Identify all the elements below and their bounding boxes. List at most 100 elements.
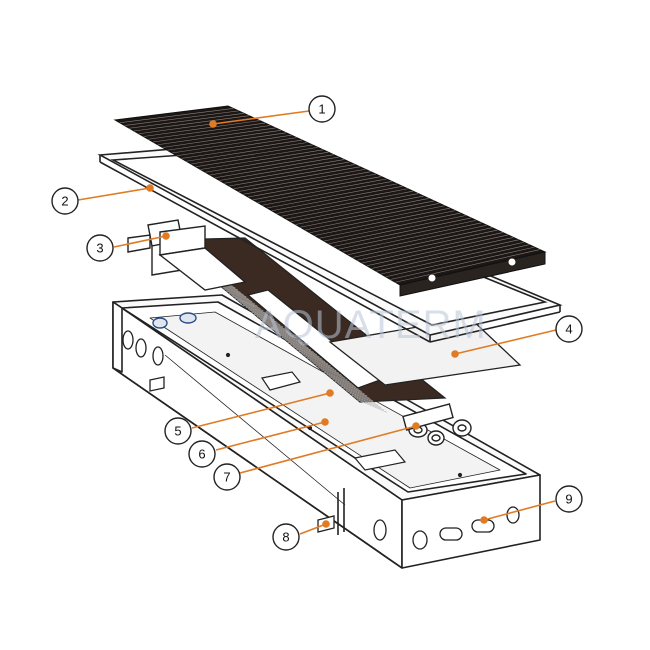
exchanger-fin (245, 306, 275, 321)
exchanger-fin (357, 399, 388, 413)
grille-slat (224, 161, 350, 184)
exchanger-fin (293, 346, 323, 360)
leader-lines (77, 110, 557, 535)
exchanger-fin (329, 376, 359, 390)
grille-slat (295, 198, 429, 225)
grille-slat (281, 190, 413, 217)
callout-circles (51, 95, 583, 551)
callout-6-label: 6 (198, 447, 205, 462)
grille-slat (319, 210, 456, 239)
exchanger-fin (318, 367, 348, 381)
grille-slat (133, 115, 250, 132)
leader-4 (454, 329, 557, 355)
grille-slat (338, 220, 477, 250)
grille-slat (352, 227, 493, 258)
callout-6 (188, 440, 216, 468)
grille-slat (371, 237, 514, 269)
grille-slat (233, 166, 361, 190)
grille-slat (195, 147, 318, 168)
grille-slat (328, 215, 466, 245)
exchanger-fin (240, 302, 270, 316)
grille-slat (152, 125, 271, 143)
grille-slat (143, 120, 260, 137)
exchanger-fin (312, 362, 343, 376)
grille-slat (323, 212, 461, 242)
grille-slat (314, 207, 450, 236)
exchanger-fin (334, 380, 365, 395)
callout-8-label: 8 (282, 530, 289, 545)
exchanger-fin (231, 295, 261, 309)
exchanger-fin (248, 309, 278, 323)
leader-3 (113, 235, 167, 248)
exchanger-fin (262, 320, 292, 335)
watermark-text: AQUATERM (255, 303, 487, 347)
exchanger-fin (284, 339, 314, 353)
exchanger-fin (315, 364, 345, 379)
exchanger-fin (254, 313, 284, 328)
side-holes (122, 330, 520, 550)
exchanger-fin (332, 378, 362, 392)
leader-8 (299, 523, 327, 535)
exchanger-fin (273, 329, 303, 344)
callout-9 (555, 485, 583, 513)
grille-slat (200, 149, 324, 170)
exchanger-fin (309, 360, 340, 374)
grille-slat (186, 142, 308, 162)
callout-3-label: 3 (96, 241, 103, 256)
exchanger-fin (354, 397, 385, 411)
grille-slat (205, 151, 329, 173)
exchanger-fin (234, 297, 264, 312)
exchanger-fin (228, 292, 258, 307)
grille-slat (257, 178, 387, 203)
grille-slat (342, 222, 482, 253)
grille-slat (385, 244, 530, 278)
grille-slat (357, 229, 498, 261)
exchanger-fin (223, 288, 253, 302)
grille-slat (243, 171, 371, 195)
grille-slat (276, 188, 408, 214)
callout-numbers: 1 2 3 4 5 6 7 8 9 (61, 102, 572, 545)
grille-slat (238, 168, 366, 192)
grille-slat (247, 173, 376, 198)
exchanger-fin (351, 394, 382, 408)
grille-slat (395, 249, 540, 283)
grille-slat (209, 154, 334, 176)
exchanger-fin (279, 334, 309, 349)
exchanger-fin (337, 383, 368, 397)
callout-5-label: 5 (174, 424, 181, 439)
exchanger-fin (345, 390, 376, 404)
grille-slat (190, 144, 313, 165)
grille-slat (333, 217, 472, 247)
callout-7-label: 7 (223, 470, 230, 485)
grille-slat (124, 110, 239, 126)
grille-slat (366, 234, 509, 267)
grille-slat (252, 176, 382, 201)
exchanger-fin (301, 353, 331, 367)
exchanger-fin (276, 332, 306, 346)
exchanger-fin (304, 355, 334, 369)
leader-6 (215, 421, 326, 451)
callout-1 (308, 95, 336, 123)
exchanger-fin (348, 392, 379, 406)
callout-4-label: 4 (565, 322, 572, 337)
exchanger-fin (281, 336, 312, 351)
exchanger-fin (340, 385, 371, 399)
exchanger-fin (290, 343, 320, 358)
leader-9 (483, 500, 556, 521)
grille-icon (113, 105, 547, 297)
leader-5 (191, 392, 331, 429)
grille-slat (157, 127, 276, 146)
grille-slat (167, 132, 287, 151)
exchanger-fin (298, 350, 329, 365)
exchanger-fin (270, 327, 300, 342)
grille-slat (214, 156, 339, 179)
mounting-bracket-icon (149, 376, 335, 533)
grille-slat (300, 200, 435, 228)
callout-4 (555, 315, 583, 343)
callout-2-label: 2 (61, 194, 68, 209)
callout-2 (51, 187, 79, 215)
grille-slat (148, 122, 266, 140)
exchanger-fin (237, 299, 267, 314)
pipe-connection-icon (402, 403, 472, 446)
callout-7 (213, 463, 241, 491)
